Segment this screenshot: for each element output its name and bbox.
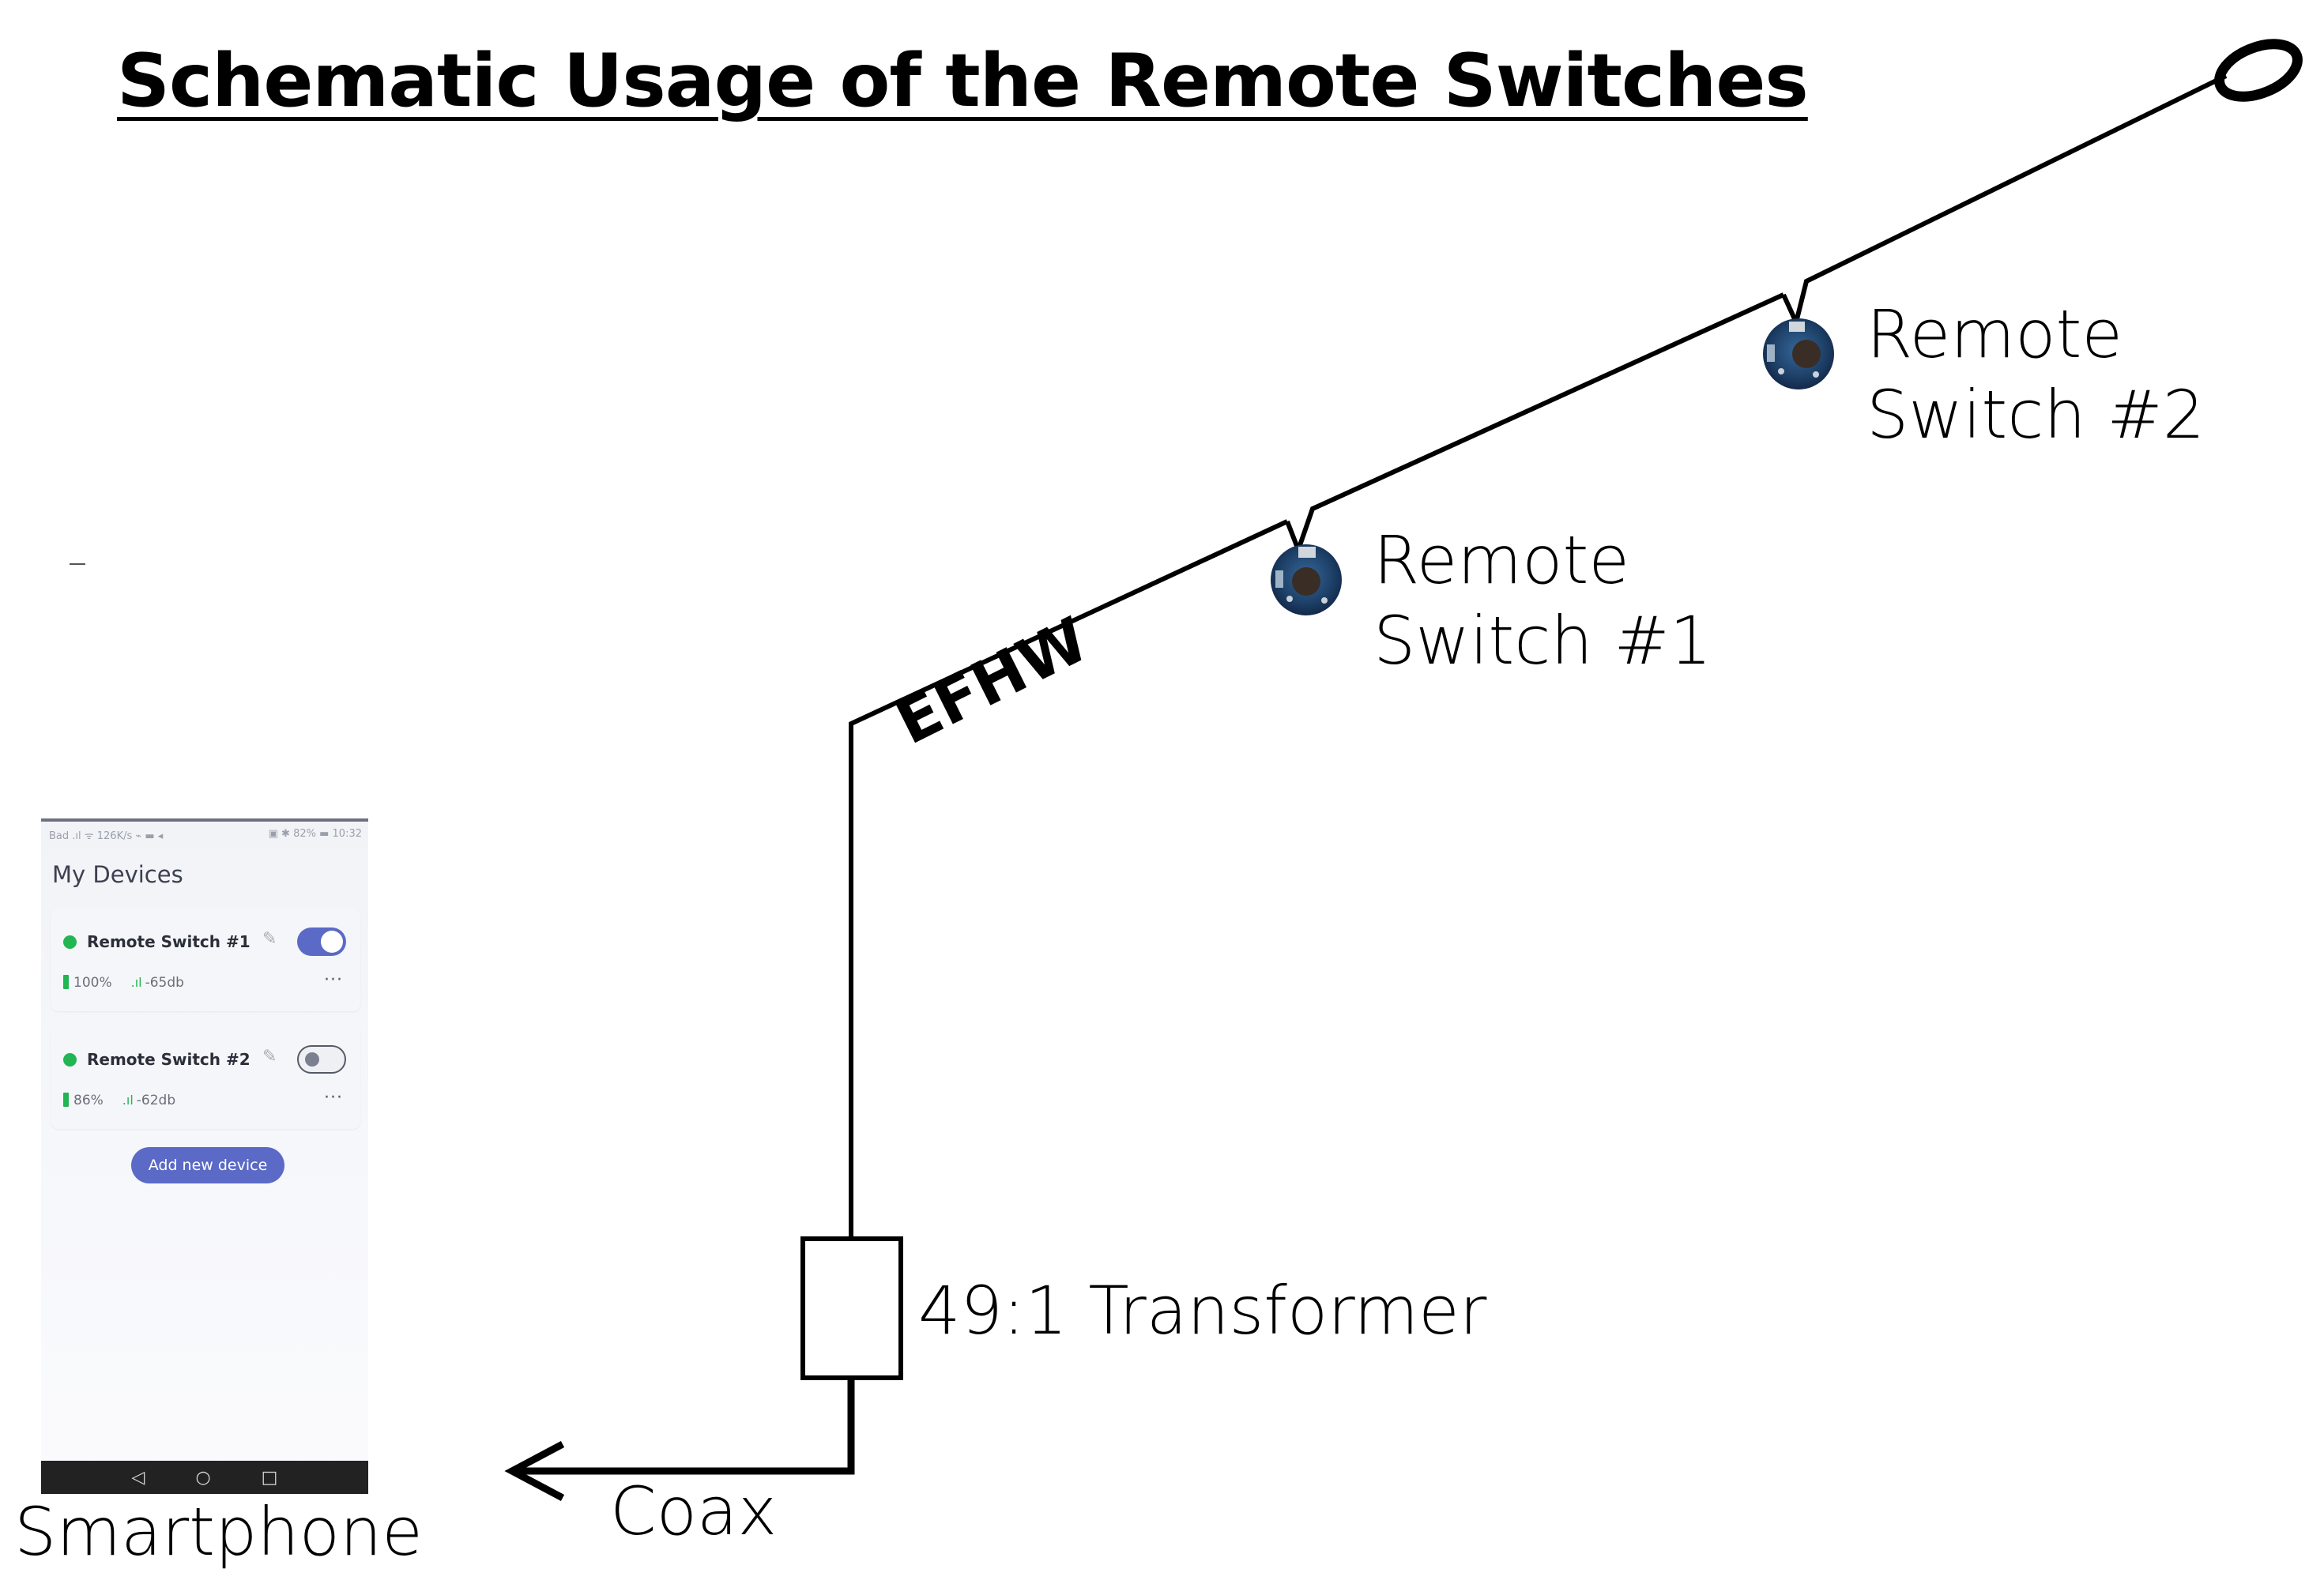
online-status-dot-icon: [63, 1053, 77, 1067]
remote-switch-1-label-line1: Remote: [1373, 521, 1630, 599]
coax-label: Coax: [610, 1473, 778, 1550]
antenna-wire-lower: [849, 519, 1289, 1239]
battery-icon: [63, 975, 69, 989]
antenna-wire-middle: [1285, 292, 1785, 557]
remote-switch-1-label-line2: Switch #1: [1373, 602, 1712, 679]
remote-switch-1-board-icon: [1271, 544, 1342, 615]
remote-switch-2-toggle[interactable]: [297, 1045, 346, 1074]
toggle-knob: [305, 1052, 319, 1067]
home-icon[interactable]: ○: [195, 1467, 211, 1488]
end-insulator-icon: [2214, 39, 2303, 102]
signal-icon: .ıl: [122, 1093, 134, 1108]
battery-level: 86%: [73, 1093, 104, 1108]
remote-switch-2-label-line1: Remote: [1866, 295, 2123, 373]
edit-pencil-icon[interactable]: ✎: [262, 1047, 277, 1067]
device-card-remote-switch-2[interactable]: Remote Switch #2 ✎ 86% .ıl-62db ···: [51, 1026, 360, 1129]
remote-switch-1-toggle[interactable]: [297, 927, 346, 956]
status-bar-left: Bad .ıl ᯤ 126K/s ⌁ ▬ ◂: [49, 830, 164, 842]
transformer-label: 49:1 Transformer: [918, 1272, 1487, 1349]
more-options-icon[interactable]: ···: [324, 1088, 343, 1108]
remote-switch-2-label: Remote Switch #2: [1866, 294, 2205, 455]
status-bar-right: ▣ ✱ 82% ▬ 10:32: [268, 828, 362, 840]
phone-navigation-bar: ◁ ○ □: [41, 1461, 368, 1494]
signal-icon: .ıl: [130, 975, 142, 990]
recents-icon[interactable]: □: [261, 1467, 278, 1488]
edit-pencil-icon[interactable]: ✎: [262, 929, 277, 949]
phone-status-bar: Bad .ıl ᯤ 126K/s ⌁ ▬ ◂ ▣ ✱ 82% ▬ 10:32: [49, 828, 362, 842]
device-stats: 86% .ıl-62db: [63, 1093, 175, 1108]
my-devices-heading: My Devices: [52, 861, 183, 888]
device-name: Remote Switch #2: [87, 1050, 250, 1069]
diagram-title: Schematic Usage of the Remote Switches: [117, 38, 1809, 123]
toggle-knob: [321, 931, 343, 953]
antenna-wire-upper: [1781, 73, 2228, 330]
signal-strength: -65db: [145, 975, 184, 991]
add-new-device-button[interactable]: Add new device: [131, 1147, 284, 1183]
battery-icon: [63, 1093, 69, 1107]
battery-level: 100%: [73, 975, 112, 991]
device-stats: 100% .ıl-65db: [63, 975, 184, 991]
remote-switch-2-label-line2: Switch #2: [1866, 376, 2205, 453]
coax-line: [512, 1378, 855, 1475]
remote-switch-2-board-icon: [1763, 318, 1834, 389]
smartphone-screen: Bad .ıl ᯤ 126K/s ⌁ ▬ ◂ ▣ ✱ 82% ▬ 10:32 M…: [41, 818, 368, 1494]
device-name: Remote Switch #1: [87, 932, 250, 951]
back-icon[interactable]: ◁: [131, 1467, 145, 1488]
device-card-remote-switch-1[interactable]: Remote Switch #1 ✎ 100% .ıl-65db ···: [51, 909, 360, 1011]
more-options-icon[interactable]: ···: [324, 970, 343, 990]
online-status-dot-icon: [63, 935, 77, 949]
coax-arrow-head: [504, 1441, 565, 1501]
signal-strength: -62db: [136, 1093, 176, 1108]
smartphone-label: Smartphone: [14, 1493, 423, 1571]
transformer-box: [800, 1236, 903, 1380]
remote-switch-1-label: Remote Switch #1: [1373, 520, 1712, 681]
